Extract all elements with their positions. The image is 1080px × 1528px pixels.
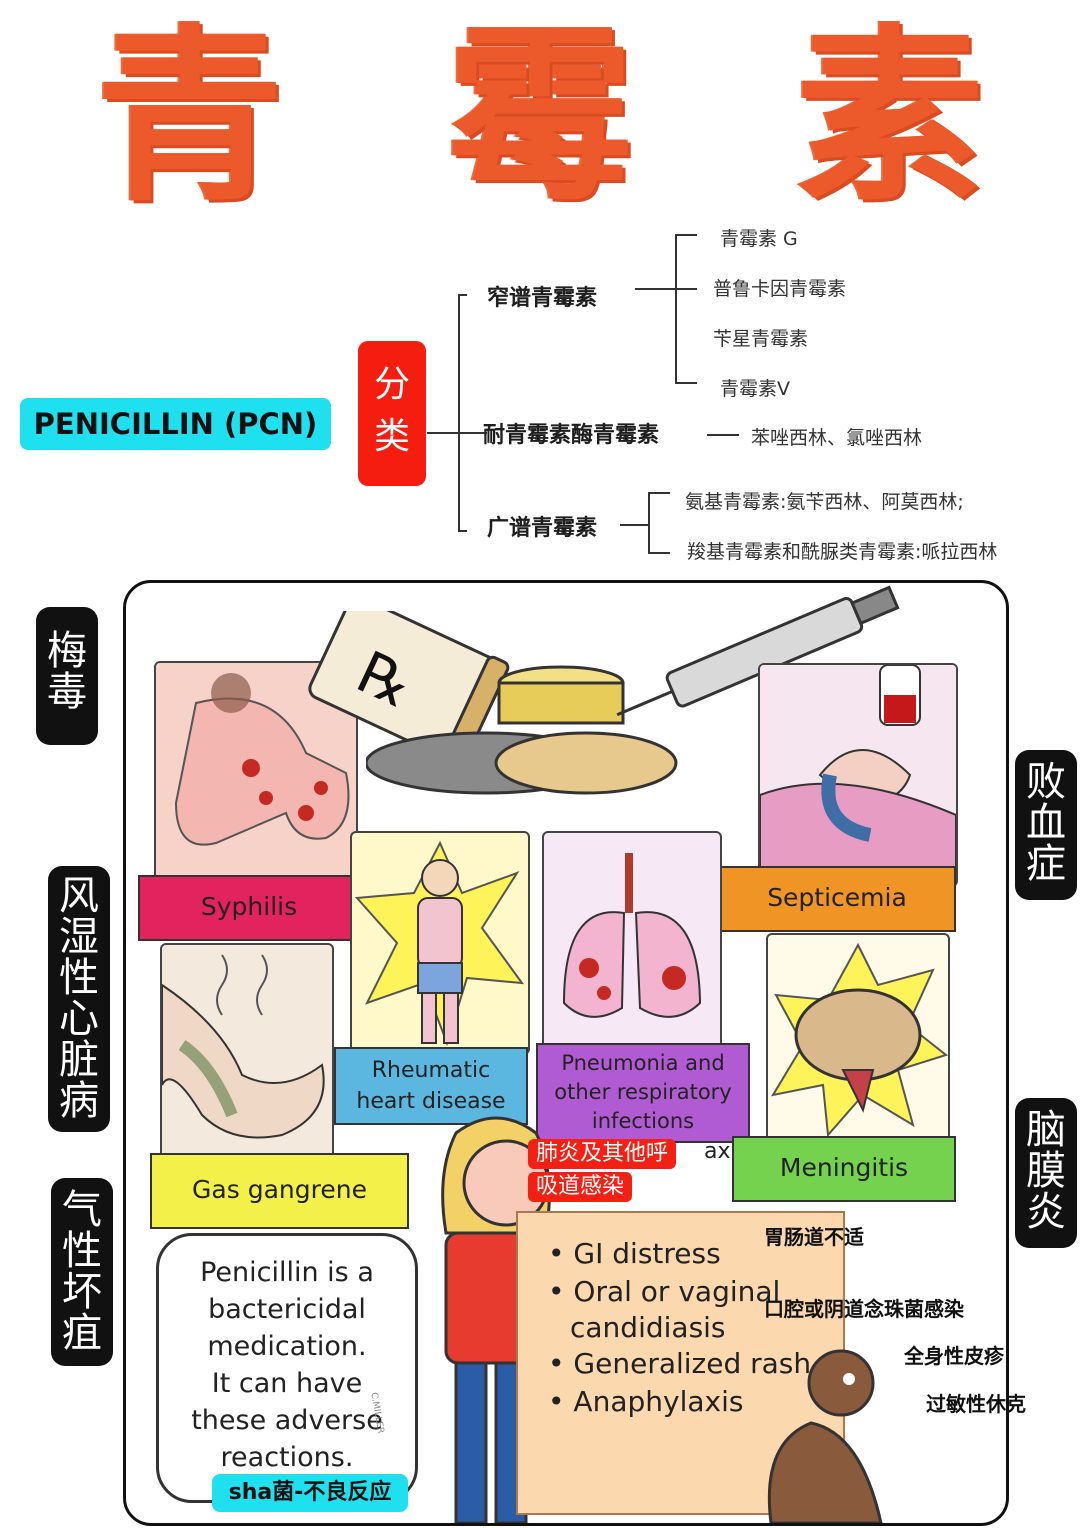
gangrene-drawing	[162, 954, 325, 1139]
meningitis-cn-char-2: 膜	[1026, 1148, 1066, 1194]
meningitis-cn-char-1: 脑	[1026, 1107, 1066, 1153]
narrow-item-1: 青霉素 G	[720, 228, 798, 250]
septicemia-cn-char-2: 血	[1026, 800, 1066, 846]
title-char-2: 霉	[446, 8, 634, 227]
sha-badge: sha菌-不良反应	[212, 1474, 408, 1512]
bubble-line-3: medication.	[207, 1331, 367, 1362]
rheumatic-cn-char-6: 病	[59, 1078, 99, 1124]
rheumatic-cn-char-5: 脏	[59, 1037, 99, 1083]
speech-bubble: Penicillin is a bactericidal medication.…	[156, 1233, 418, 1503]
adverse-cn-4: 过敏性休克	[926, 1392, 1026, 1416]
septicemia-drawing	[760, 665, 956, 885]
rheumatic-drawing	[354, 840, 525, 1047]
broad-item-2: 羧基青霉素和酰脲类青霉素:哌拉西林	[687, 541, 998, 563]
resistant-label: 耐青霉素酶青霉素	[483, 423, 660, 448]
bubble-line-4: It can have	[211, 1368, 363, 1399]
adverse-item-5: • Anaphylaxis	[548, 1385, 744, 1418]
rheumatic-cn-char-2: 湿	[59, 914, 99, 960]
gangrene-cn-char-2: 性	[62, 1228, 102, 1274]
septicemia-cn-char-3: 症	[1026, 841, 1066, 887]
classification-char-1: 分	[373, 364, 410, 405]
syphilis-tag: Syphilis	[138, 875, 360, 941]
rheumatic-tag: Rheumatic heart disease	[334, 1047, 528, 1125]
bubble-line-2: bactericidal	[208, 1294, 366, 1325]
title-char-3: 素	[796, 8, 984, 227]
pneumonia-tag-line-3: infections	[591, 1109, 695, 1133]
penicillin-badge: PENICILLIN (PCN)	[20, 398, 331, 450]
meningitis-panel	[766, 933, 950, 1142]
adverse-item-4: • Generalized rash	[548, 1347, 812, 1380]
narrow-item-4: 青霉素V	[720, 378, 790, 400]
syringe-drawing	[616, 585, 900, 717]
bubble-line-5: these adverse	[191, 1405, 383, 1436]
meningitis-tag: Meningitis	[732, 1136, 956, 1202]
pneumonia-tag-line-1: Pneumonia and	[561, 1051, 725, 1075]
gangrene-tag: Gas gangrene	[150, 1153, 409, 1229]
gangrene-panel	[160, 943, 334, 1177]
meningitis-cn-label: 脑 膜 炎	[1015, 1098, 1077, 1248]
rheumatic-panel	[350, 831, 530, 1055]
adverse-item-2: • Oral or vaginal	[548, 1275, 781, 1308]
septicemia-cn-label: 败 血 症	[1015, 750, 1077, 900]
rheumatic-cn-char-1: 风	[59, 873, 99, 919]
pneumonia-cn-note-2: 吸道感染	[528, 1172, 633, 1202]
gangrene-cn-label: 气 性 坏 疽	[51, 1178, 113, 1366]
meningitis-cn-char-3: 炎	[1026, 1189, 1066, 1235]
classification-char-2: 类	[373, 416, 410, 457]
classification-tree: 窄谱青霉素 耐青霉素酶青霉素 广谱青霉素 青霉素 G 普鲁卡因青霉素 苄星青霉素…	[415, 222, 1080, 572]
classification-label: 分 类	[358, 341, 426, 486]
syphilis-cn-char-2: 毒	[47, 669, 87, 715]
adverse-cn-1: 胃肠道不适	[764, 1225, 864, 1249]
adverse-item-3: candidiasis	[570, 1311, 726, 1344]
rheumatic-cn-label: 风 湿 性 心 脏 病	[48, 866, 110, 1132]
septicemia-panel	[758, 663, 958, 887]
rheumatic-cn-char-3: 性	[59, 955, 99, 1001]
syrup-jar-drawing	[497, 665, 625, 725]
illustration-frame: Syphilis ℞	[123, 580, 1009, 1526]
pneumonia-cn-note-1: 肺炎及其他呼	[528, 1139, 677, 1169]
rheumatic-tag-line-1: Rheumatic	[371, 1058, 491, 1083]
title-char-1: 青	[96, 8, 284, 227]
pneumonia-tag-hidden-text: ax	[704, 1139, 731, 1164]
narrow-item-2: 普鲁卡因青霉素	[713, 278, 847, 300]
lungs-drawing	[562, 853, 702, 1018]
pneumonia-tag: Pneumonia and other respiratory infectio…	[536, 1043, 750, 1143]
syphilis-cn-char-1: 梅	[47, 628, 87, 674]
pneumonia-panel	[542, 831, 722, 1050]
syphilis-drawing	[156, 663, 356, 903]
narrow-spectrum-label: 窄谱青霉素	[487, 286, 598, 311]
pneumonia-tag-line-2: other respiratory	[554, 1080, 732, 1104]
broad-spectrum-label: 广谱青霉素	[487, 516, 598, 541]
rheumatic-tag-line-2: heart disease	[356, 1089, 506, 1114]
gangrene-cn-char-1: 气	[62, 1187, 102, 1233]
spoon-drawing	[366, 731, 678, 795]
resistant-item: 苯唑西林、氯唑西林	[751, 427, 923, 449]
gangrene-cn-char-3: 坏	[62, 1269, 102, 1315]
syphilis-cn-label: 梅 毒	[36, 607, 98, 745]
dog-drawing	[767, 1349, 883, 1523]
gangrene-cn-char-4: 疽	[62, 1310, 102, 1356]
brain-drawing	[770, 942, 948, 1138]
adverse-cn-3: 全身性皮疹	[904, 1344, 1004, 1368]
narrow-item-3: 苄星青霉素	[713, 328, 809, 350]
bubble-line-1: Penicillin is a	[200, 1257, 374, 1288]
septicemia-cn-char-1: 败	[1026, 759, 1066, 805]
bubble-line-6: reactions.	[220, 1442, 354, 1473]
rheumatic-cn-char-4: 心	[59, 996, 99, 1042]
adverse-item-1: • GI distress	[548, 1237, 721, 1270]
septicemia-tag: Septicemia	[718, 866, 956, 932]
adverse-cn-2: 口腔或阴道念珠菌感染	[764, 1297, 964, 1321]
broad-item-1: 氨基青霉素:氨苄西林、阿莫西林;	[685, 491, 964, 513]
